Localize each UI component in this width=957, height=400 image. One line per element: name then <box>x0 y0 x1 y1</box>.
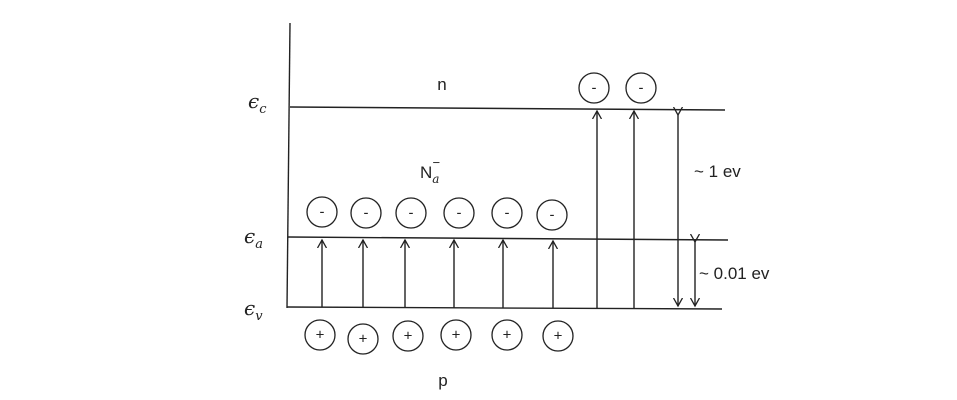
svg-text:+: + <box>404 328 413 345</box>
valence-band-edge <box>286 306 723 310</box>
hole: + <box>347 323 379 355</box>
conduction-electron: - <box>625 72 657 104</box>
n-region-label: n <box>437 75 446 94</box>
p-region-label: p <box>438 371 447 390</box>
svg-text:-: - <box>592 80 597 97</box>
svg-text:+: + <box>503 327 512 344</box>
hole-row: + + + + + + <box>304 319 574 355</box>
hole: + <box>392 320 424 352</box>
svg-text:+: + <box>316 327 325 344</box>
conduction-electron: - <box>578 72 610 104</box>
ionized-acceptor: - <box>491 197 523 229</box>
svg-text:+: + <box>554 328 563 345</box>
acceptor-level <box>287 236 729 241</box>
svg-text:-: - <box>550 207 555 224</box>
ionized-acceptor: - <box>306 196 338 228</box>
epsilon-v-label: ϵv <box>244 296 263 324</box>
ionized-acceptor: - <box>443 197 475 229</box>
svg-text:+: + <box>359 331 368 348</box>
hole: + <box>491 319 523 351</box>
ionized-acceptor: - <box>350 197 382 229</box>
hole: + <box>304 319 336 351</box>
epsilon-c-label: ϵc <box>248 89 267 117</box>
svg-text:-: - <box>457 205 462 222</box>
svg-text:+: + <box>452 327 461 344</box>
conduction-electron-row: - - <box>578 72 657 104</box>
conduction-band-edge <box>289 106 726 111</box>
ionized-acceptor-label: Na− <box>420 155 440 186</box>
svg-text:-: - <box>639 80 644 97</box>
svg-text:-: - <box>320 204 325 221</box>
band-gap-label: ~ 1 ev <box>694 162 741 181</box>
ionized-acceptor: - <box>536 199 568 231</box>
acceptor-gap-label: ~ 0.01 ev <box>699 264 770 283</box>
hole: + <box>542 320 574 352</box>
svg-text:-: - <box>409 205 414 222</box>
ionized-acceptor: - <box>395 197 427 229</box>
hole: + <box>440 319 472 351</box>
ionized-acceptor-row: - - - - - - <box>306 196 568 231</box>
svg-text:-: - <box>505 205 510 222</box>
energy-axis <box>286 22 291 309</box>
epsilon-a-label: ϵa <box>244 224 263 252</box>
svg-text:-: - <box>364 205 369 222</box>
